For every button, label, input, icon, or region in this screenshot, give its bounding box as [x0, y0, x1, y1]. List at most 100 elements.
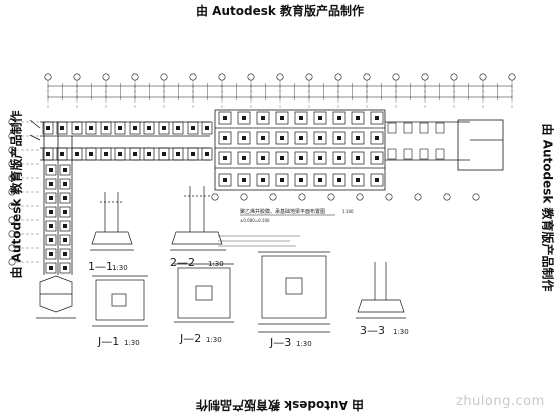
- footing-pad: [45, 192, 57, 204]
- footing-j-3-label: J—3: [269, 336, 291, 349]
- axis-bubble: [443, 193, 451, 201]
- footing-j-2-drawing: [174, 263, 234, 323]
- footing-pad: [143, 121, 155, 135]
- footing-pad: [172, 147, 184, 161]
- column: [223, 178, 227, 182]
- footing-pad: [387, 148, 397, 160]
- column: [118, 126, 122, 130]
- column: [75, 152, 79, 156]
- axis-bubble: [298, 193, 306, 201]
- column: [375, 156, 379, 160]
- footing-pad: [85, 121, 97, 135]
- footing-pad: [370, 173, 384, 187]
- column: [49, 238, 53, 242]
- column: [280, 156, 284, 160]
- grid-axis-bubbles-left: [8, 118, 40, 266]
- footing-pad: [59, 164, 71, 176]
- axis-bubble: [8, 230, 16, 238]
- footing-pad: [419, 148, 429, 160]
- section-3-3-label: 3—3: [360, 324, 385, 337]
- axis-bubble: [44, 73, 52, 81]
- section-1-1-drawing: [90, 192, 134, 251]
- footing-pad: [435, 122, 445, 134]
- plan-scale: 1:100: [342, 209, 354, 214]
- column: [49, 182, 53, 186]
- column: [356, 116, 360, 120]
- column: [375, 136, 379, 140]
- column: [63, 266, 67, 270]
- column: [147, 152, 151, 156]
- column: [49, 168, 53, 172]
- axis-bubble: [8, 146, 16, 154]
- axis-bubble: [392, 73, 400, 81]
- footing-pad: [45, 206, 57, 218]
- footing-pad: [218, 131, 232, 145]
- footing-j-1-label: J—1: [97, 335, 119, 348]
- column: [63, 168, 67, 172]
- axis-bubble: [247, 73, 255, 81]
- column: [223, 136, 227, 140]
- column: [63, 252, 67, 256]
- footing-pad: [332, 173, 346, 187]
- column: [63, 210, 67, 214]
- footing-pad: [56, 121, 68, 135]
- footing-pad: [71, 147, 83, 161]
- footing-pad: [114, 121, 126, 135]
- footing-pad: [218, 111, 232, 125]
- footing-pad: [114, 147, 126, 161]
- column: [63, 238, 67, 242]
- axis-bubble: [472, 193, 480, 201]
- column: [280, 136, 284, 140]
- column: [63, 196, 67, 200]
- column: [49, 252, 53, 256]
- footing-pad: [45, 164, 57, 176]
- column: [318, 116, 322, 120]
- grid-axis-bubbles-bottom: [211, 193, 480, 201]
- column: [89, 152, 93, 156]
- footing-pad: [59, 220, 71, 232]
- footing-pad: [275, 173, 289, 187]
- column: [191, 126, 195, 130]
- footing-pad: [172, 121, 184, 135]
- axis-bubble: [240, 193, 248, 201]
- footing-pad: [45, 220, 57, 232]
- axis-bubble: [8, 188, 16, 196]
- footing-pad: [332, 131, 346, 145]
- column: [176, 152, 180, 156]
- axis-bubble: [508, 73, 516, 81]
- axis-bubble: [160, 73, 168, 81]
- axis-bubble: [356, 193, 364, 201]
- footing-pad: [237, 173, 251, 187]
- column: [49, 266, 53, 270]
- column: [337, 156, 341, 160]
- column: [280, 178, 284, 182]
- footing-pad: [187, 147, 199, 161]
- axis-bubble: [8, 244, 16, 252]
- footing-pad: [419, 122, 429, 134]
- footing-pad: [294, 111, 308, 125]
- column: [147, 126, 151, 130]
- column: [104, 126, 108, 130]
- plan-note: ±0.000=0.100: [240, 218, 270, 223]
- column: [63, 224, 67, 228]
- footing-pad: [294, 131, 308, 145]
- footing-pad: [370, 151, 384, 165]
- column: [104, 152, 108, 156]
- footing-pad: [129, 147, 141, 161]
- column: [176, 126, 180, 130]
- column: [49, 196, 53, 200]
- column: [242, 116, 246, 120]
- column: [337, 136, 341, 140]
- column-footings: [42, 111, 445, 187]
- footing-pad: [45, 248, 57, 260]
- axis-bubble: [8, 160, 16, 168]
- footing-pad: [59, 178, 71, 190]
- footing-pad: [332, 151, 346, 165]
- footing-pad: [294, 173, 308, 187]
- axis-bubble: [327, 193, 335, 201]
- section-2-2-label: 2—2: [170, 256, 195, 269]
- footing-pad: [59, 262, 71, 274]
- column: [49, 210, 53, 214]
- column: [261, 156, 265, 160]
- footing-pad: [403, 148, 413, 160]
